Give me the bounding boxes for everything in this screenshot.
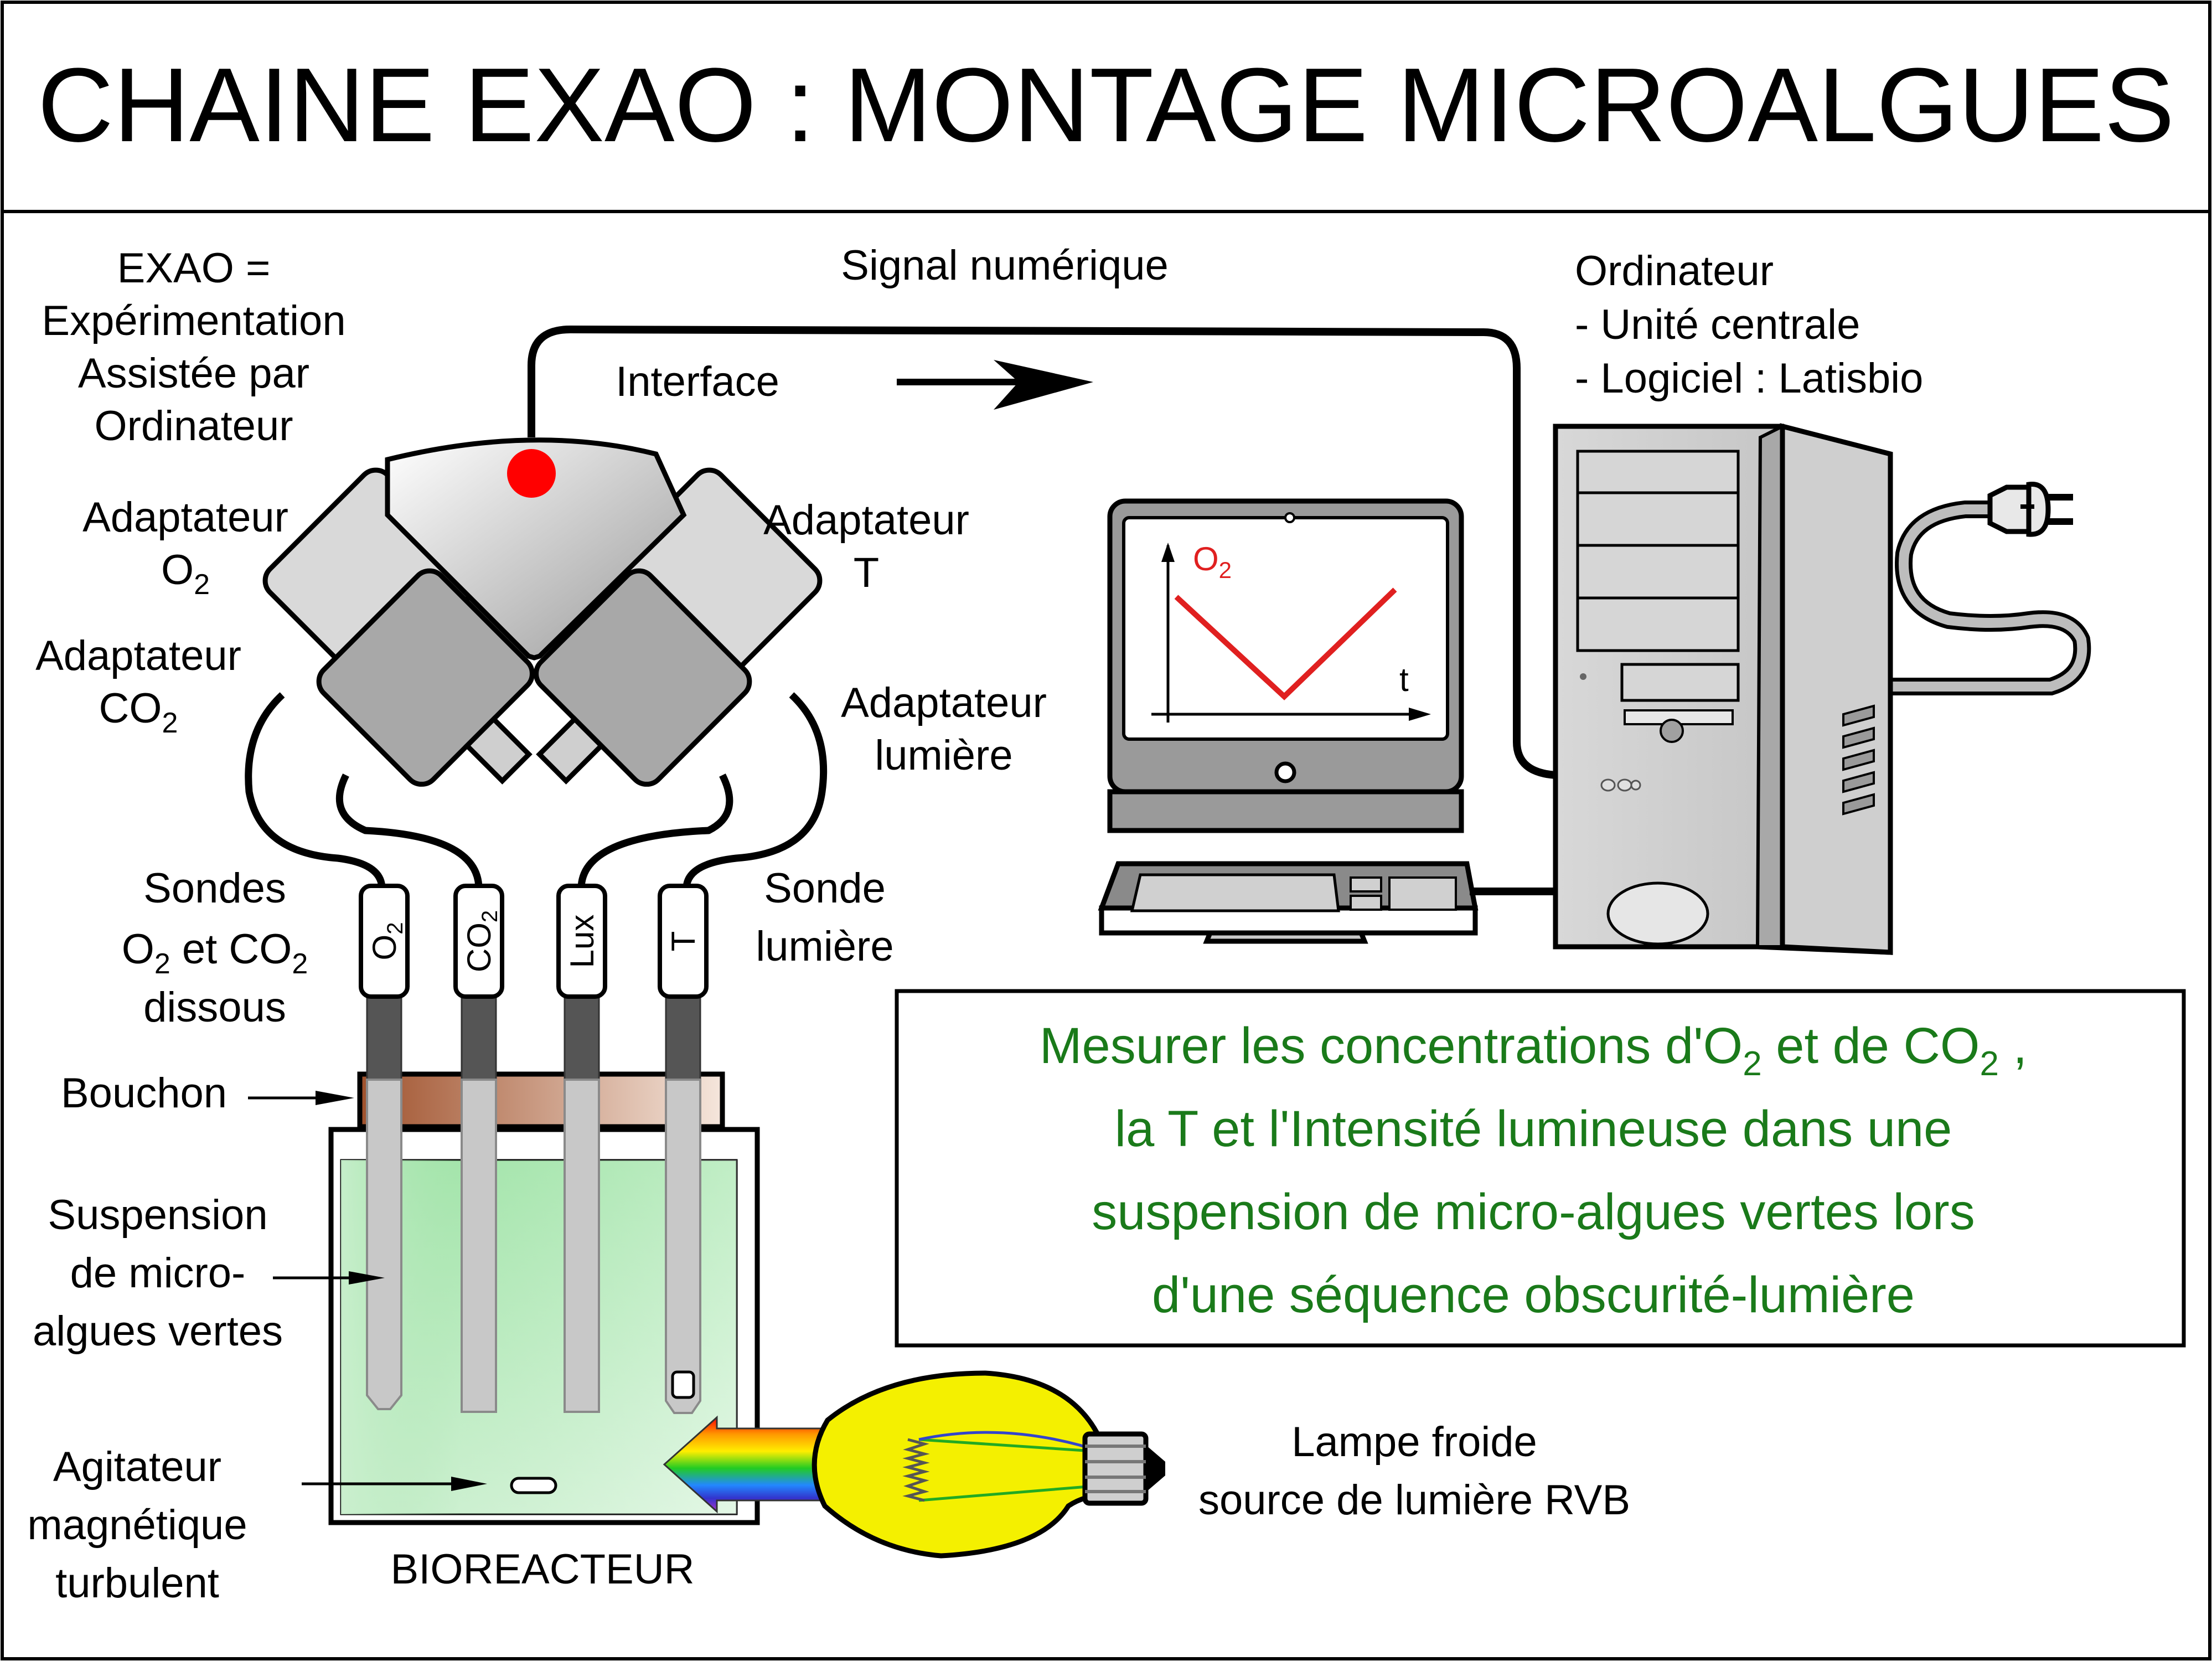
adapter-co2-label-line1: Adaptateur <box>35 632 241 679</box>
adapter-t-label-line2: T <box>854 549 879 596</box>
signal-label: Signal numérique <box>841 242 1169 289</box>
exao-line-2: Expérimentation <box>42 297 345 344</box>
agitator-label-line1: Agitateur <box>53 1443 221 1490</box>
exao-line-1: EXAO = <box>117 245 271 292</box>
probe-light-label-line2: lumière <box>756 923 893 970</box>
bouchon-arrow-head <box>316 1091 354 1105</box>
floppy-bay <box>1620 663 1740 702</box>
monitor-power-button[interactable] <box>1274 761 1296 783</box>
bouchon-label: Bouchon <box>61 1070 227 1117</box>
lamp <box>812 1370 1165 1559</box>
tower-front-vent <box>1606 881 1709 946</box>
computer-label-title: Ordinateur <box>1575 247 1774 295</box>
suspension-label-line2: de micro- <box>70 1250 246 1297</box>
exao-line-4: Ordinateur <box>94 403 293 450</box>
screen-graph-y-label: O2 <box>1193 540 1232 583</box>
probes-label-line1: Sondes <box>143 865 286 912</box>
bouchon <box>357 1071 725 1129</box>
lamp-bulb <box>812 1370 1110 1559</box>
info-line-1: Mesurer les concentrations d'O2 et de CO… <box>1040 1018 2027 1083</box>
side-vents <box>1842 704 1875 816</box>
lamp-filament-wires <box>918 1438 1088 1502</box>
probes: O2 CO2 Lux T <box>359 884 709 1414</box>
exao-line-3: Assistée par <box>78 350 309 397</box>
page-title: CHAINE EXAO : MONTAGE MICROALGUES <box>38 47 2174 164</box>
keyboard-key-block-2[interactable] <box>1350 895 1382 911</box>
magnetic-stirrer <box>510 1477 557 1494</box>
monitor-chin <box>1107 789 1464 833</box>
adapter-o2-label-line2: O2 <box>161 546 210 601</box>
probe-cables <box>245 692 828 889</box>
keyboard[interactable] <box>1098 861 1479 936</box>
signal-arrow-head <box>994 360 1093 410</box>
probe-lux-tag: Lux <box>564 915 601 968</box>
monitor-camera <box>1284 512 1295 523</box>
adapter-light-label-line2: lumière <box>875 732 1012 779</box>
suspension-label-line1: Suspension <box>48 1191 267 1239</box>
drive-bay-2 <box>1576 491 1740 547</box>
bioreactor-label: BIOREACTEUR <box>391 1546 695 1593</box>
monitor-screen <box>1122 516 1449 741</box>
lamp-filament-coil <box>902 1438 930 1502</box>
signal-cable <box>528 325 1570 780</box>
interface-red-led <box>507 449 556 498</box>
adapter-co2-module <box>316 568 535 787</box>
probe-o2 <box>359 884 410 1410</box>
keyboard-key-block-1[interactable] <box>1350 876 1382 893</box>
lamp-tip <box>1146 1445 1165 1492</box>
interface-hub <box>385 437 687 661</box>
lamp-label-line1: Lampe froide <box>1291 1418 1537 1466</box>
probe-o2-tag: O2 <box>366 922 407 961</box>
agitator-label-line3: turbulent <box>55 1560 219 1607</box>
screen-graph-x-arrow <box>1409 708 1431 721</box>
drive-bay-3 <box>1576 544 1740 600</box>
computer-label-item-2: - Logiciel : Latisbio <box>1575 355 1923 402</box>
probe-lux <box>556 884 607 1413</box>
screen-graph-x-label: t <box>1399 661 1409 698</box>
keyboard-numpad[interactable] <box>1388 876 1457 911</box>
probes-label-line3: dissous <box>143 984 286 1031</box>
tower-side <box>1755 424 1784 948</box>
adapter-light-label-line1: Adaptateur <box>841 679 1047 726</box>
drive-bay-1 <box>1576 450 1740 494</box>
agitator-label-line2: magnétique <box>27 1502 247 1549</box>
drive-bay-4 <box>1576 596 1740 652</box>
info-line-3: suspension de micro-algues vertes lors <box>1092 1184 1975 1240</box>
adapter-light-module <box>534 568 752 787</box>
power-cable <box>1890 504 2087 692</box>
tower-led <box>1580 673 1586 680</box>
adapter-t-label-line1: Adaptateur <box>763 497 969 544</box>
agitator-arrow-head <box>451 1477 487 1491</box>
suspension-label-line3: algues vertes <box>33 1308 283 1355</box>
info-box <box>895 989 2186 1348</box>
suspension-arrow-head <box>349 1271 385 1285</box>
computer-label-item-1: - Unité centrale <box>1575 301 1860 348</box>
info-line-4: d'une séquence obscurité-lumière <box>1152 1267 1915 1323</box>
tower-side-panel <box>1780 423 1893 955</box>
keyboard-main-keys[interactable] <box>1130 873 1340 912</box>
exao-definition: EXAO = Expérimentation Assistée par Ordi… <box>42 245 345 450</box>
probes-label-line2: O2 et CO2 <box>122 926 308 980</box>
adapter-co2-label-line2: CO2 <box>99 685 178 739</box>
screen-graph-y-arrow <box>1161 543 1175 562</box>
probe-co2-tag: CO2 <box>461 910 502 972</box>
lamp-socket-threads <box>1085 1445 1146 1493</box>
probe-t-tag: T <box>665 931 702 952</box>
adapter-o2-label-line1: Adaptateur <box>82 494 288 541</box>
power-plug <box>1987 482 2073 537</box>
interface-label: Interface <box>616 358 779 405</box>
tower-power-button[interactable] <box>1660 719 1684 743</box>
interface-device <box>262 437 823 787</box>
probe-t <box>658 884 709 1414</box>
computer-tower[interactable] <box>1553 423 1893 955</box>
lamp-label-line2: source de lumière RVB <box>1198 1477 1630 1524</box>
probe-light-label-line1: Sonde <box>764 865 886 912</box>
front-ports <box>1600 778 1641 792</box>
screen-graph-o2-curve <box>1174 587 1397 700</box>
info-line-2: la T et l'Intensité lumineuse dans une <box>1115 1101 1952 1157</box>
probe-co2 <box>453 884 504 1413</box>
